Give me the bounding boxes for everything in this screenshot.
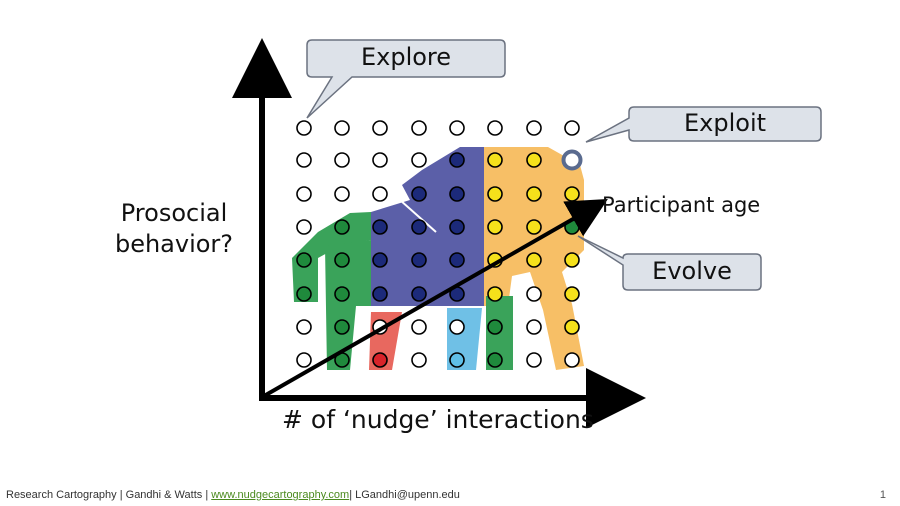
empty-dot <box>296 319 312 335</box>
yellow-dot <box>564 252 580 268</box>
empty-dot <box>296 152 312 168</box>
participant-age-label: Participant age <box>602 193 761 217</box>
empty-dot <box>411 319 427 335</box>
y-axis-label-line1: Prosocial <box>120 199 228 227</box>
green-dot <box>296 252 312 268</box>
y-axis-label-line2: behavior? <box>114 230 234 258</box>
empty-dot <box>411 352 427 368</box>
yellow-dot <box>526 152 542 168</box>
green-dot <box>296 286 312 302</box>
empty-dot <box>411 152 427 168</box>
navy-dot <box>372 219 388 235</box>
navy-dot <box>411 286 427 302</box>
empty-dot <box>564 352 580 368</box>
yellow-dot <box>487 219 503 235</box>
elephant-trunk-region <box>292 212 371 302</box>
x-axis-label: # of ‘nudge’ interactions <box>282 405 594 434</box>
yellow-dot <box>564 186 580 202</box>
empty-dot <box>296 186 312 202</box>
explore-callout <box>306 39 506 119</box>
empty-dot <box>372 152 388 168</box>
empty-dot <box>372 186 388 202</box>
yellow-dot <box>564 319 580 335</box>
page-number: 1 <box>879 489 886 501</box>
green-dot <box>334 252 350 268</box>
empty-dot <box>564 120 580 136</box>
y-axis-label: Prosocial behavior? <box>106 198 242 260</box>
empty-dot <box>526 286 542 302</box>
green-dot <box>487 352 503 368</box>
yellow-dot <box>526 219 542 235</box>
empty-dot <box>296 219 312 235</box>
empty-dot <box>487 120 503 136</box>
exploit-callout <box>585 106 822 143</box>
yellow-dot <box>526 186 542 202</box>
green-dot <box>487 319 503 335</box>
blue-dot <box>449 352 465 368</box>
navy-dot <box>449 152 465 168</box>
navy-dot <box>449 219 465 235</box>
exploit-label: Exploit <box>683 109 767 137</box>
empty-dot <box>334 152 350 168</box>
empty-dot <box>526 352 542 368</box>
footer: Research Cartography | Gandhi & Watts | … <box>6 489 460 501</box>
yellow-dot <box>564 286 580 302</box>
elephant-front-leg-region <box>325 240 371 370</box>
navy-dot <box>411 252 427 268</box>
navy-dot <box>411 219 427 235</box>
yellow-dot <box>526 252 542 268</box>
navy-dot <box>449 252 465 268</box>
elephant-body-navy-region <box>371 147 484 306</box>
yellow-dot <box>487 152 503 168</box>
empty-dot <box>526 120 542 136</box>
elephant-ear-line <box>399 199 437 233</box>
empty-dot <box>334 120 350 136</box>
green-dot <box>334 219 350 235</box>
empty-dot <box>449 319 465 335</box>
empty-dot <box>296 120 312 136</box>
empty-dot <box>334 186 350 202</box>
evolve-callout <box>577 235 762 291</box>
navy-dot <box>411 186 427 202</box>
empty-dot <box>296 352 312 368</box>
explore-bubble <box>306 39 506 119</box>
evolve-label: Evolve <box>652 257 732 285</box>
empty-dot <box>411 120 427 136</box>
footer-website-link[interactable]: www.nudgecartography.com <box>211 489 350 501</box>
empty-dot <box>526 319 542 335</box>
green-dot <box>334 286 350 302</box>
footer-text-after: | LGandhi@upenn.edu <box>349 489 460 501</box>
navy-dot <box>449 186 465 202</box>
exploit-bubble <box>585 106 822 143</box>
empty-dot <box>372 120 388 136</box>
explore-label: Explore <box>360 43 452 71</box>
yellow-dot <box>487 186 503 202</box>
footer-text-before: Research Cartography | Gandhi & Watts | <box>6 489 212 501</box>
empty-dot <box>449 120 465 136</box>
yellow-dot <box>487 286 503 302</box>
highlighted-dot <box>561 149 583 171</box>
evolve-bubble <box>577 235 762 291</box>
red-dot <box>372 352 388 368</box>
green-dot <box>334 319 350 335</box>
navy-dot <box>372 286 388 302</box>
navy-dot <box>372 252 388 268</box>
participant-age-arrow <box>263 199 608 398</box>
